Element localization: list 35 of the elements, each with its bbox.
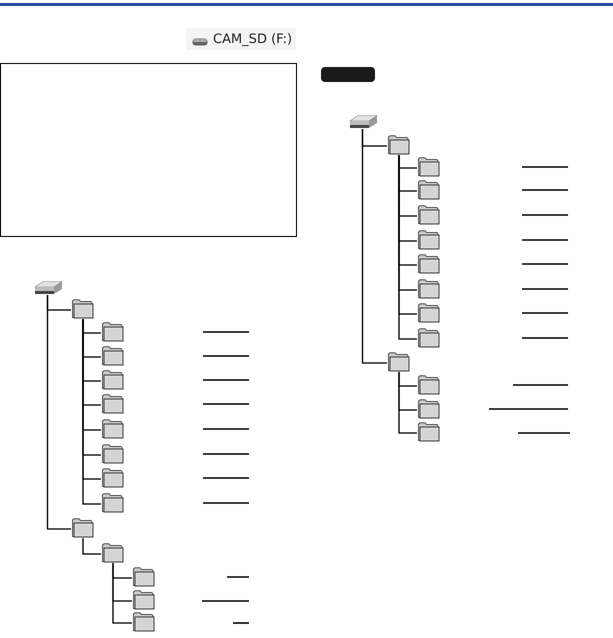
folder-icon [417, 254, 440, 274]
folder-icon [387, 352, 410, 372]
tree-connector [112, 563, 132, 624]
folder-icon [417, 279, 440, 299]
folder-icon [101, 444, 124, 464]
folder-icon [101, 543, 124, 563]
folder-icon [132, 590, 155, 610]
folder-icon [71, 518, 94, 538]
drive-label: CAM_SD (F:) [213, 32, 292, 46]
drive-icon [349, 114, 378, 129]
folder-icon [101, 419, 124, 439]
folder-icon [101, 493, 124, 513]
folder-icon [132, 567, 155, 587]
tree-connector [362, 129, 387, 364]
folder-icon [71, 299, 94, 319]
folder-icon [101, 370, 124, 390]
folder-icon [101, 322, 124, 342]
folder-icon [101, 394, 124, 414]
folder-icon [417, 328, 440, 348]
folder-icon [417, 375, 440, 395]
folder-icon [101, 346, 124, 366]
folder-icon [417, 205, 440, 225]
folder-icon [417, 230, 440, 250]
folder-icon [101, 468, 124, 488]
folder-icon [417, 180, 440, 200]
folder-icon [387, 135, 410, 155]
tree-connector [398, 372, 417, 434]
tree-connector [82, 538, 101, 555]
folder-icon [417, 399, 440, 419]
folder-icon [417, 422, 440, 442]
folder-icon [417, 157, 440, 177]
tree-connector [46, 295, 71, 530]
folder-icon [417, 303, 440, 323]
folder-icon [132, 612, 155, 632]
drive-icon [34, 280, 63, 295]
